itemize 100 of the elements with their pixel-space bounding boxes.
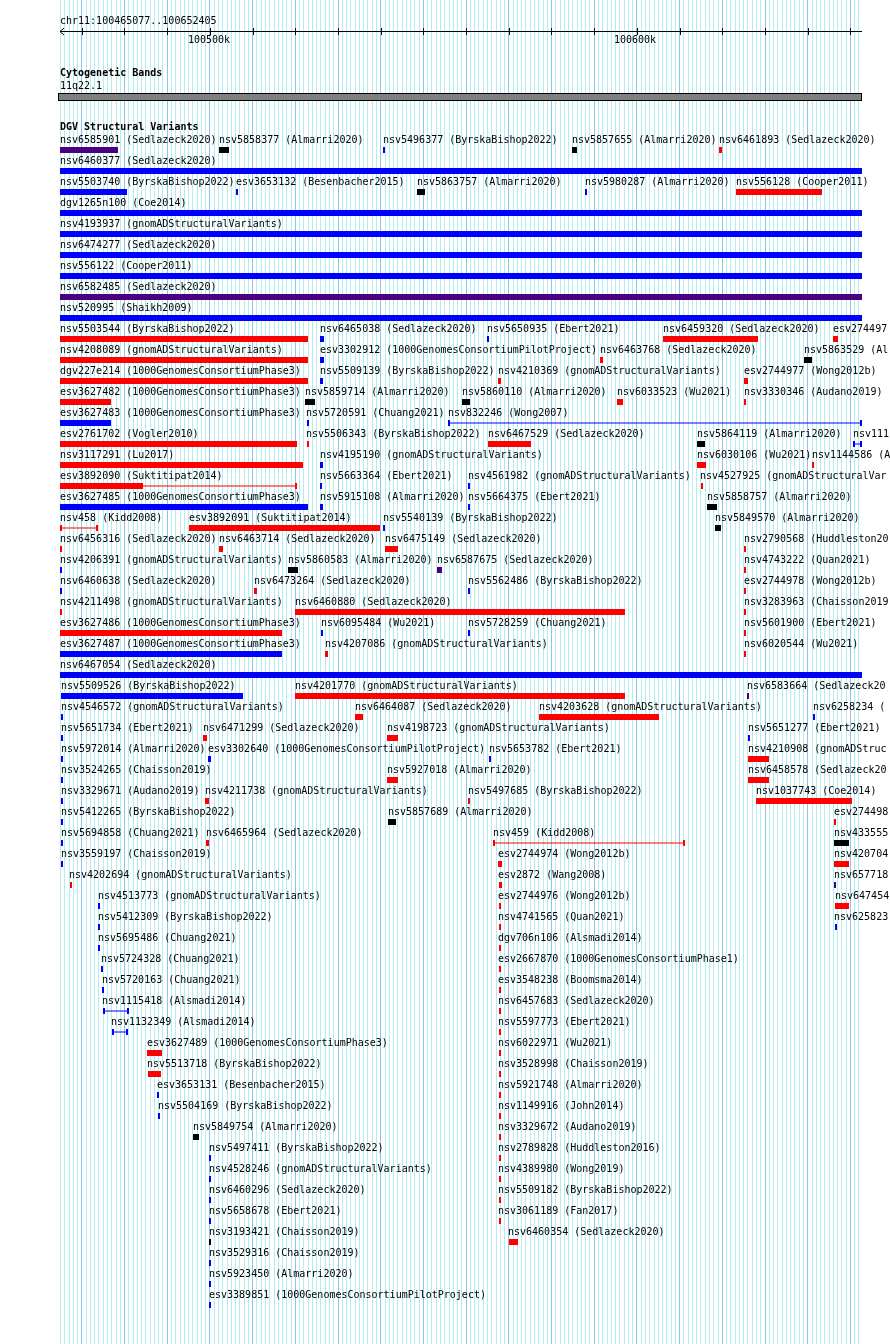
variant-label: nsv111 xyxy=(853,428,890,440)
variant-label: esv274498 xyxy=(834,806,889,818)
variant-label: nsv3193421 (Chaisson2019) xyxy=(209,1226,360,1238)
variant-label: nsv6095484 (Wu2021) xyxy=(321,617,436,629)
variant-label: nsv6471299 (Sedlazeck2020) xyxy=(203,722,360,734)
variant-label: nsv1132349 (Alsmadi2014) xyxy=(111,1016,256,1028)
variant-label: nsv5863757 (Almarri2020) xyxy=(417,176,562,188)
variant-label: esv2667870 (1000GenomesConsortiumPhase1) xyxy=(498,953,739,965)
variant-label: nsv420704 xyxy=(834,848,889,860)
variant-label: nsv5724328 (Chuang2021) xyxy=(101,953,240,965)
variant-label: nsv6460354 (Sedlazeck2020) xyxy=(508,1226,665,1238)
variant-label: nsv2789828 (Huddleston2016) xyxy=(498,1142,661,1154)
variant-label: esv2744976 (Wong2012b) xyxy=(498,890,631,902)
variant-label: nsv5496377 (ByrskaBishop2022) xyxy=(383,134,558,146)
variant-label: nsv6258234 ( xyxy=(813,701,886,713)
variant-label: dgv1265n100 (Coe2014) xyxy=(60,197,187,209)
variant-label: nsv5857655 (Almarri2020) xyxy=(572,134,717,146)
variant-label: esv2744978 (Wong2012b) xyxy=(744,575,877,587)
variant-label: nsv5597773 (Ebert2021) xyxy=(498,1016,631,1028)
variant-label: nsv6456316 (Sedlazeck2020) xyxy=(60,533,217,545)
variant-label: nsv6475149 (Sedlazeck2020) xyxy=(385,533,542,545)
variant-label: nsv5509182 (ByrskaBishop2022) xyxy=(498,1184,673,1196)
variant-label: nsv6460377 (Sedlazeck2020) xyxy=(60,155,217,167)
variant-label: nsv4208089 (gnomADStructuralVariants) xyxy=(60,344,283,356)
variant-label: nsv3329671 (Audano2019) xyxy=(61,785,200,797)
variant-label: nsv3529316 (Chaisson2019) xyxy=(209,1247,360,1259)
variant-label: nsv4210369 (gnomADStructuralVariants) xyxy=(498,365,721,377)
variant-label: nsv3524265 (Chaisson2019) xyxy=(61,764,212,776)
variant-label: nsv520995 (Shaikh2009) xyxy=(60,302,193,314)
track-title: Cytogenetic Bands xyxy=(60,67,163,79)
variant-label: nsv6467054 (Sedlazeck2020) xyxy=(60,659,217,671)
variant-label: nsv4203628 (gnomADStructuralVariants) xyxy=(539,701,762,713)
variant-label: nsv1115418 (Alsmadi2014) xyxy=(102,995,247,1007)
variant-label: nsv6020544 (Wu2021) xyxy=(744,638,859,650)
tick-label: 100600k xyxy=(614,34,657,46)
variant-label: nsv6464087 (Sedlazeck2020) xyxy=(355,701,512,713)
variant-label: esv3389851 (1000GenomesConsortiumPilotProject) xyxy=(209,1289,486,1301)
variant-label: nsv6587675 (Sedlazeck2020) xyxy=(437,554,594,566)
variant-label: nsv4207086 (gnomADStructuralVariants) xyxy=(325,638,548,650)
variant-label: nsv6030106 (Wu2021) xyxy=(697,449,812,461)
variant-label: nsv6463768 (Sedlazeck2020) xyxy=(600,344,757,356)
variant-label: nsv4202694 (gnomADStructuralVariants) xyxy=(69,869,292,881)
variant-label: nsv6465964 (Sedlazeck2020) xyxy=(206,827,363,839)
variant-label: nsv5540139 (ByrskaBishop2022) xyxy=(383,512,558,524)
variant-label: esv274497 xyxy=(833,323,888,335)
variant-label: nsv3528998 (Chaisson2019) xyxy=(498,1058,649,1070)
variant-label: nsv4389980 (Wong2019) xyxy=(498,1163,625,1175)
variant-label: nsv5972014 (Almarri2020) xyxy=(61,743,206,755)
variant-label: nsv5651734 (Ebert2021) xyxy=(61,722,194,734)
variant-label: nsv5921748 (Almarri2020) xyxy=(498,1079,643,1091)
variant-label: esv3627483 (1000GenomesConsortiumPhase3) xyxy=(60,407,301,419)
variant-label: nsv6460296 (Sedlazeck2020) xyxy=(209,1184,366,1196)
variant-label: nsv5663364 (Ebert2021) xyxy=(320,470,453,482)
variant-label: nsv6461893 (Sedlazeck2020) xyxy=(719,134,876,146)
variant-label: nsv5927018 (Almarri2020) xyxy=(387,764,532,776)
variant-label: nsv5562486 (ByrskaBishop2022) xyxy=(468,575,643,587)
variant-label: nsv556128 (Cooper2011) xyxy=(736,176,869,188)
variant-label: esv3302640 (1000GenomesConsortiumPilotProject) xyxy=(208,743,485,755)
variant-label: nsv4211498 (gnomADStructuralVariants) xyxy=(60,596,283,608)
variant-label: nsv5864119 (Almarri2020) xyxy=(697,428,842,440)
band-label: 11q22.1 xyxy=(60,80,103,92)
variant-label: esv3548238 (Boomsma2014) xyxy=(498,974,643,986)
variant-label: nsv6033523 (Wu2021) xyxy=(617,386,732,398)
variant-label: nsv3117291 (Lu2017) xyxy=(60,449,175,461)
variant-label: nsv5849570 (Almarri2020) xyxy=(715,512,860,524)
variant-label: nsv4211738 (gnomADStructuralVariants) xyxy=(205,785,428,797)
variant-label: nsv4528246 (gnomADStructuralVariants) xyxy=(209,1163,432,1175)
variant-label: nsv3329672 (Audano2019) xyxy=(498,1121,637,1133)
variant-label: dgv227e214 (1000GenomesConsortiumPhase3) xyxy=(60,365,301,377)
variant-label: esv3302912 (1000GenomesConsortiumPilotProject) xyxy=(320,344,597,356)
variant-label: nsv4561982 (gnomADStructuralVariants) xyxy=(468,470,691,482)
variant-label: esv3892090 (Suktitipat2014) xyxy=(60,470,223,482)
variant-label: nsv4513773 (gnomADStructuralVariants) xyxy=(98,890,321,902)
variant-label: nsv4198723 (gnomADStructuralVariants) xyxy=(387,722,610,734)
variant-label: esv3892091 (Suktitipat2014) xyxy=(189,512,352,524)
variant-label: nsv4743222 (Quan2021) xyxy=(744,554,871,566)
variant-label: nsv3559197 (Chaisson2019) xyxy=(61,848,212,860)
variant-label: nsv6467529 (Sedlazeck2020) xyxy=(488,428,645,440)
variant-label: nsv5858377 (Almarri2020) xyxy=(219,134,364,146)
variant-label: nsv1149916 (John2014) xyxy=(498,1100,625,1112)
variant-label: nsv5503544 (ByrskaBishop2022) xyxy=(60,323,235,335)
variant-label: nsv4546572 (gnomADStructuralVariants) xyxy=(61,701,284,713)
variant-label: esv3627486 (1000GenomesConsortiumPhase3) xyxy=(60,617,301,629)
variant-label: nsv4527925 (gnomADStructuralVar xyxy=(700,470,887,482)
variant-label: nsv6463714 (Sedlazeck2020) xyxy=(219,533,376,545)
variant-label: nsv5509139 (ByrskaBishop2022) xyxy=(320,365,495,377)
variant-label: nsv556122 (Cooper2011) xyxy=(60,260,193,272)
variant-label: nsv6474277 (Sedlazeck2020) xyxy=(60,239,217,251)
variant-label: nsv5980287 (Almarri2020) xyxy=(585,176,730,188)
variant-label: esv3627487 (1000GenomesConsortiumPhase3) xyxy=(60,638,301,650)
variant-label: nsv5513718 (ByrskaBishop2022) xyxy=(147,1058,322,1070)
variant-label: nsv5857689 (Almarri2020) xyxy=(388,806,533,818)
variant-label: nsv5858757 (Almarri2020) xyxy=(707,491,852,503)
variant-label: nsv5601900 (Ebert2021) xyxy=(744,617,877,629)
variant-label: esv2744974 (Wong2012b) xyxy=(498,848,631,860)
variant-label: esv3627489 (1000GenomesConsortiumPhase3) xyxy=(147,1037,388,1049)
variant-label: nsv4201770 (gnomADStructuralVariants) xyxy=(295,680,518,692)
variant-label: esv3653131 (Besenbacher2015) xyxy=(157,1079,326,1091)
variant-label: nsv3330346 (Audano2019) xyxy=(744,386,883,398)
locus-label: chr11:100465077..100652405 xyxy=(60,15,217,27)
